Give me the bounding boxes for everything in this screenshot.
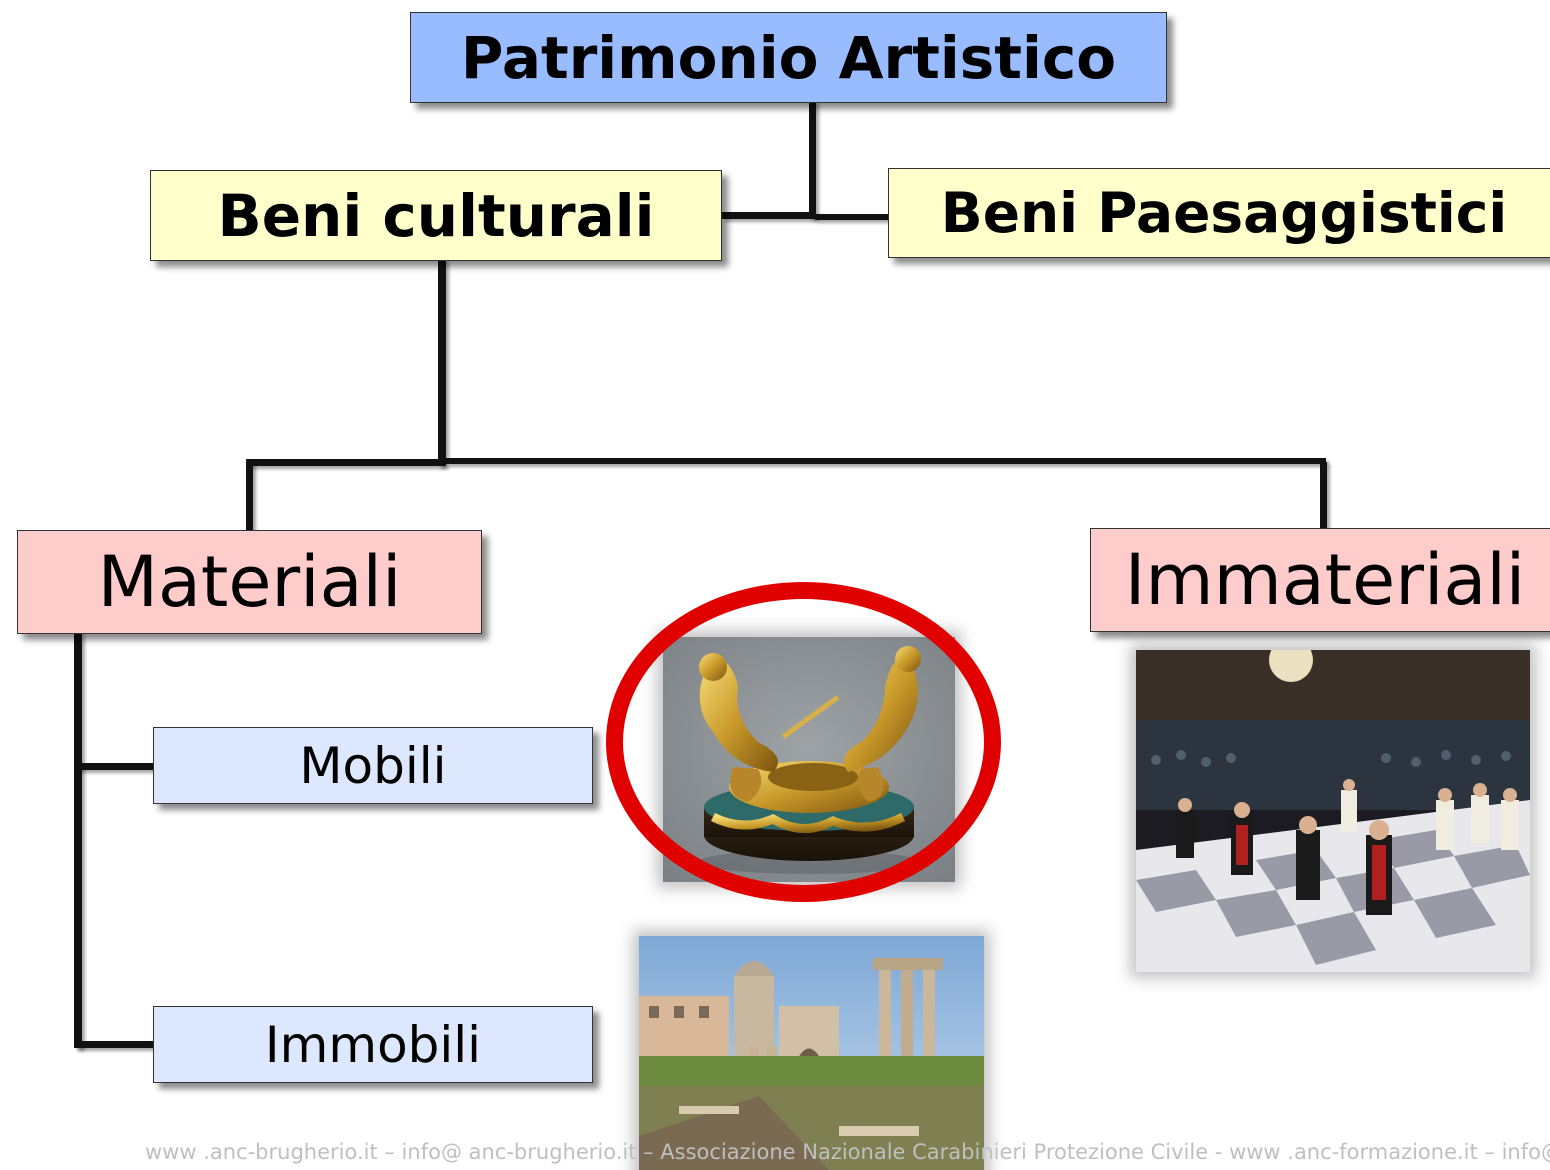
connector-immateriali-up	[1320, 462, 1327, 530]
living-chess-photo	[1136, 650, 1530, 972]
beni-culturali-label: Beni culturali	[217, 181, 655, 250]
immobili-label: Immobili	[264, 1015, 482, 1074]
connector-root-left	[722, 212, 816, 219]
immobili-node: Immobili	[153, 1006, 593, 1083]
connector-culturali-left	[246, 459, 444, 466]
beni-paesaggistici-label: Beni Paesaggistici	[940, 181, 1508, 245]
connector-root-down	[809, 100, 816, 218]
roman-forum-image	[639, 936, 984, 1170]
footer-text: www .anc-brugherio.it – info@ anc-brughe…	[145, 1140, 1550, 1164]
living-chess-image	[1136, 650, 1530, 972]
connector-mobili	[76, 763, 154, 770]
beni-paesaggistici-node: Beni Paesaggistici	[888, 168, 1550, 258]
connector-materiali-up	[246, 462, 253, 532]
connector-materiali-down	[74, 632, 82, 1048]
roman-forum-photo	[639, 936, 984, 1170]
connector-culturali-right	[446, 458, 1326, 464]
mobili-node: Mobili	[153, 727, 593, 804]
immateriali-label: Immateriali	[1124, 539, 1526, 621]
beni-culturali-node: Beni culturali	[150, 170, 722, 261]
connector-culturali-down	[438, 258, 446, 466]
highlight-circle	[606, 582, 1001, 902]
root-node: Patrimonio Artistico	[410, 12, 1167, 103]
materiali-node: Materiali	[17, 530, 482, 634]
materiali-label: Materiali	[97, 541, 402, 623]
mobili-label: Mobili	[299, 736, 447, 795]
immateriali-node: Immateriali	[1090, 528, 1550, 632]
root-label: Patrimonio Artistico	[460, 23, 1117, 92]
connector-root-right	[815, 214, 890, 220]
connector-immobili	[76, 1041, 154, 1048]
